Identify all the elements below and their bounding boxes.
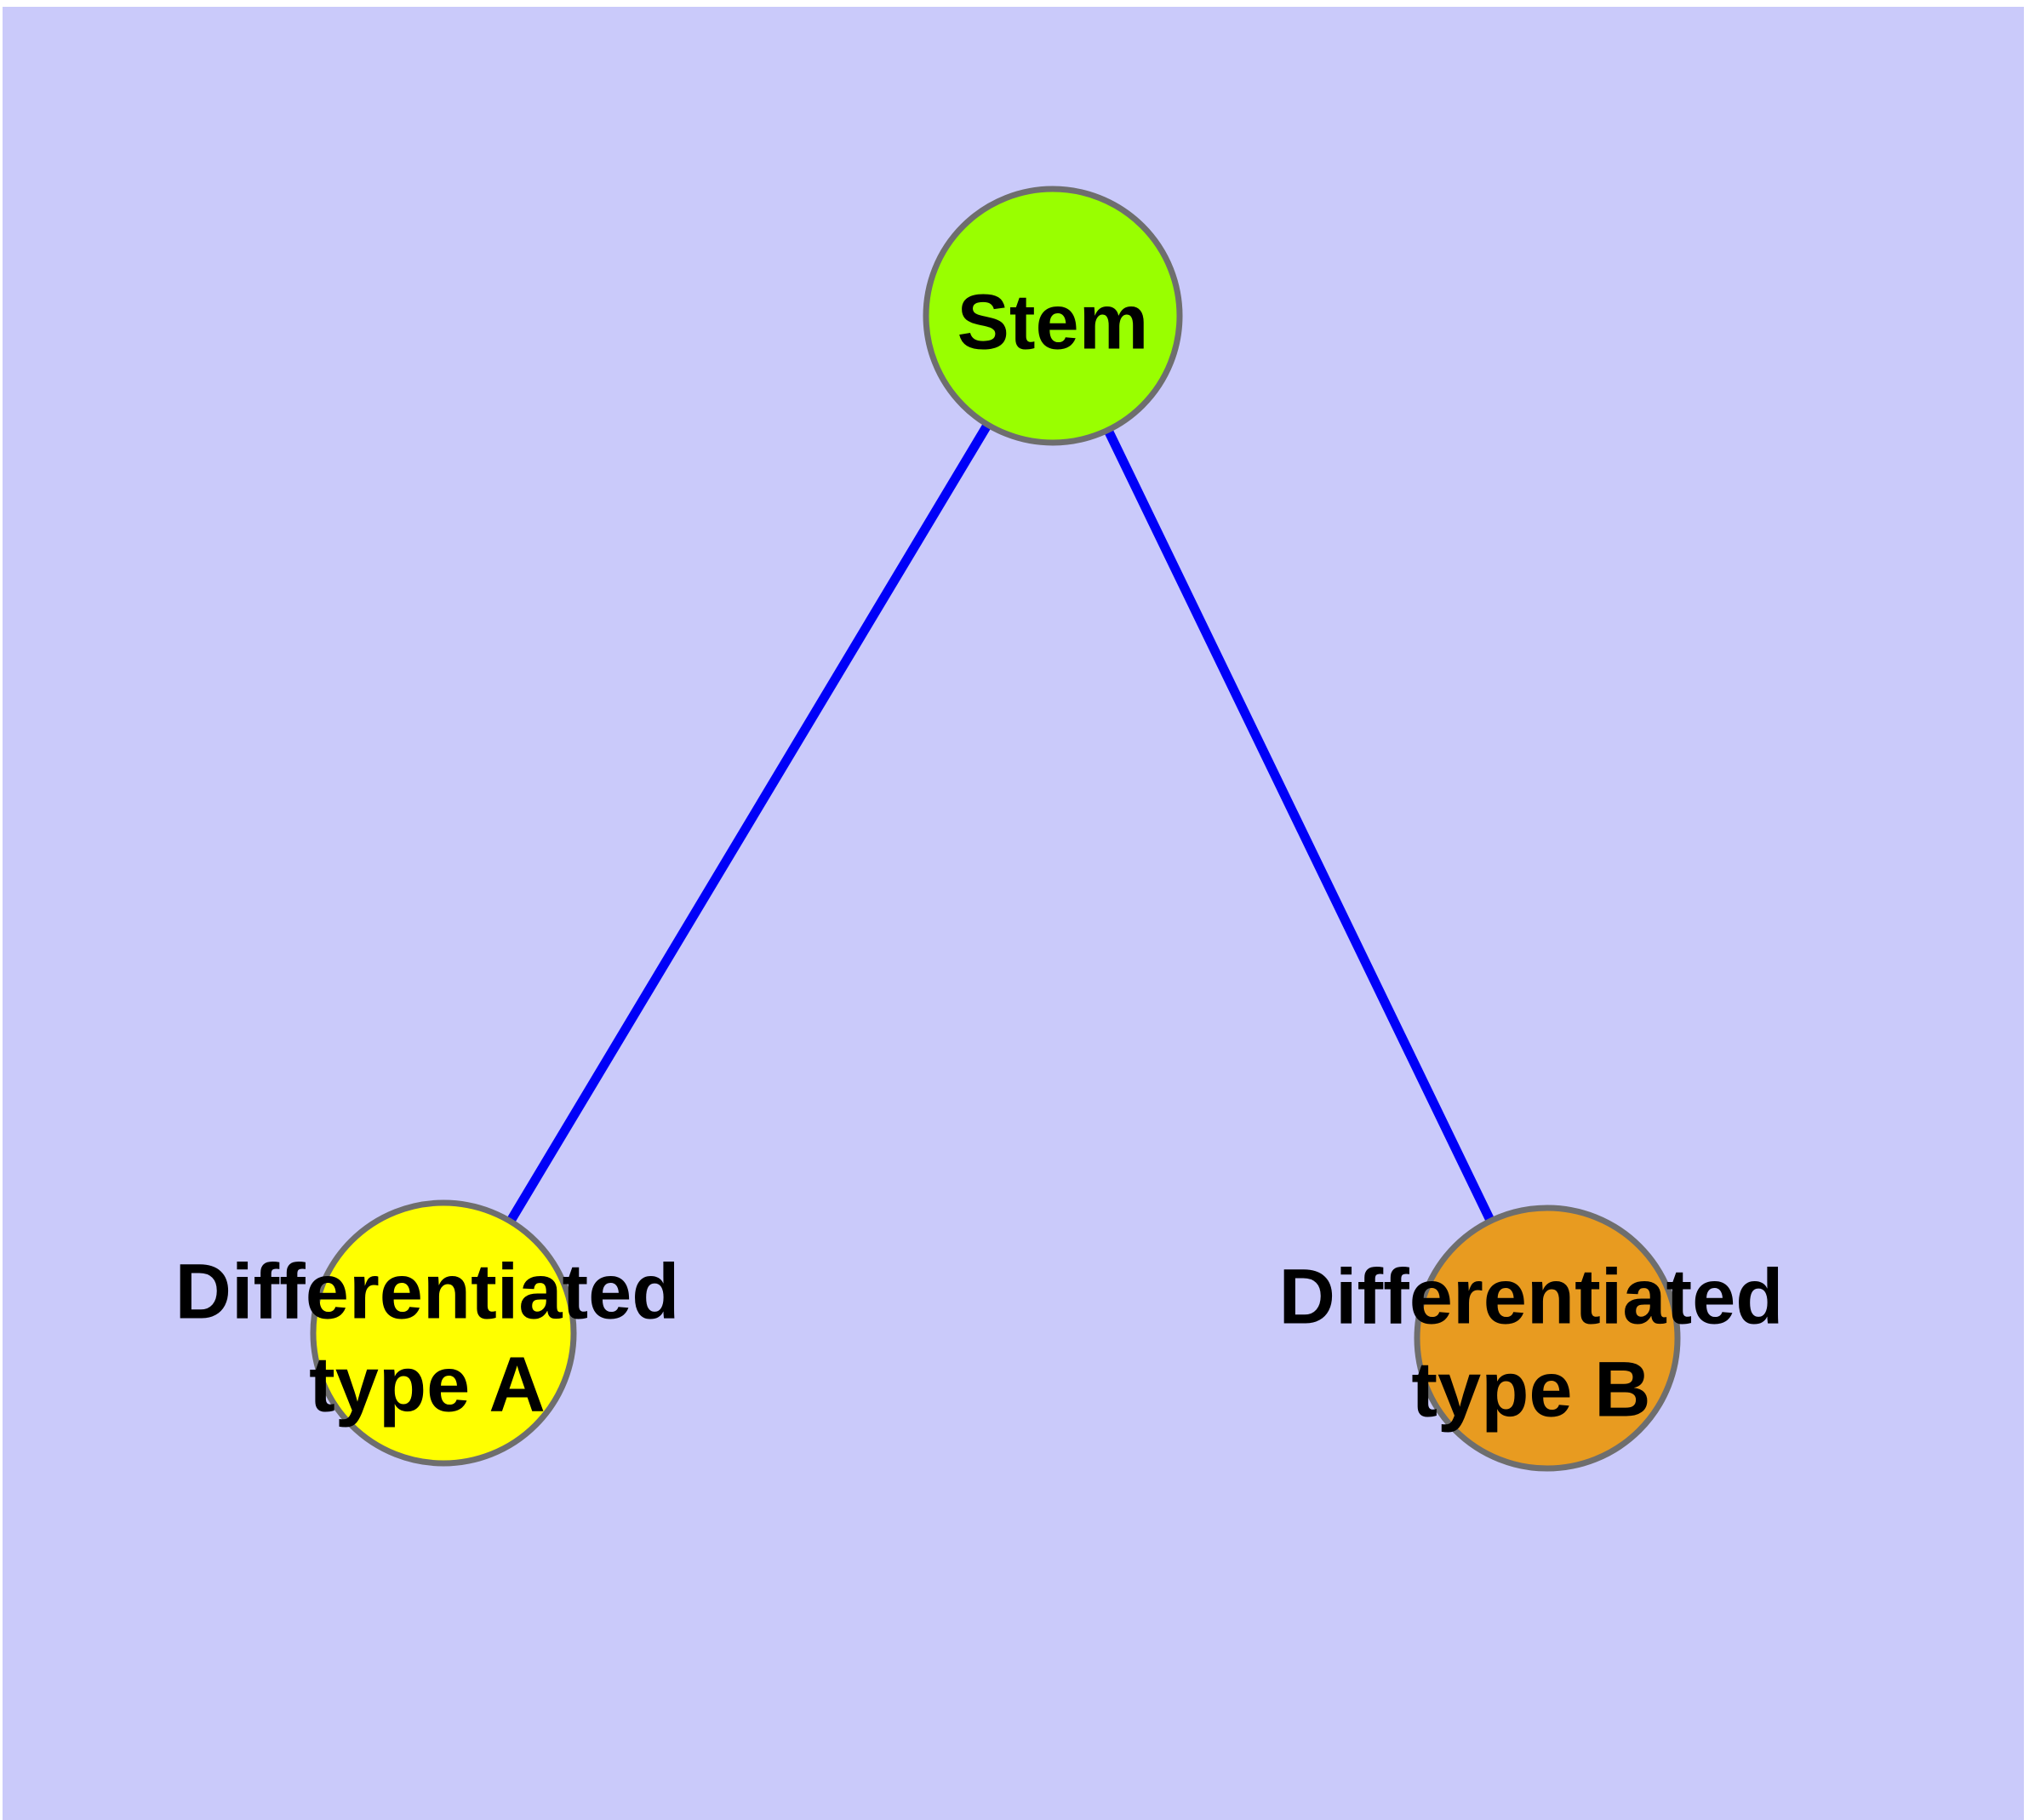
node-label-type-b: Differentiated type B (1278, 1253, 1784, 1433)
node-type-b (1414, 1205, 1681, 1472)
edge-stem-to-type-a (439, 313, 1057, 1336)
node-label-stem: Stem (957, 278, 1149, 366)
node-stem (923, 186, 1183, 446)
node-label-type-a: Differentiated type A (174, 1248, 680, 1428)
node-type-a (310, 1199, 577, 1467)
edge-stem-to-type-b (1049, 313, 1552, 1341)
